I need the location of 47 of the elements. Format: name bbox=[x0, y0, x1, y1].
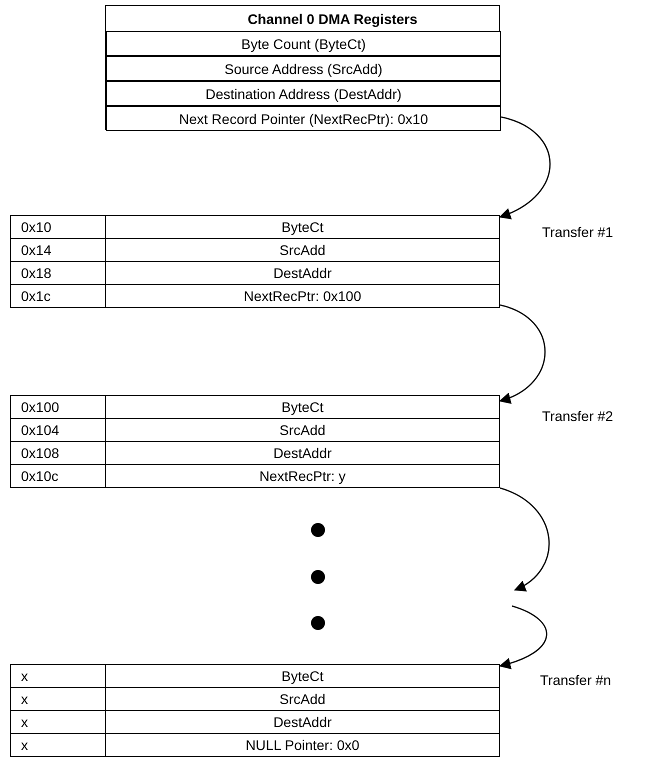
register-row bbox=[106, 81, 501, 106]
field-name: DestAddr bbox=[272, 265, 333, 281]
address-text: 0x10c bbox=[11, 465, 106, 487]
field-name: ByteCt bbox=[280, 219, 324, 235]
register-row bbox=[10, 664, 500, 688]
register-name: Byte Count (ByteCt) bbox=[240, 36, 367, 52]
edge-label: Transfer #n bbox=[540, 672, 612, 688]
curved-arrow bbox=[498, 605, 548, 669]
ellipsis-dot bbox=[311, 523, 325, 537]
register-row bbox=[10, 238, 500, 262]
ellipsis-dot bbox=[311, 570, 325, 584]
field-name: SrcAdd bbox=[278, 242, 326, 258]
register-row bbox=[10, 441, 500, 465]
register-name: Destination Address (DestAddr) bbox=[204, 86, 403, 102]
register-row bbox=[10, 261, 500, 285]
register-row bbox=[10, 215, 500, 239]
register-row bbox=[106, 106, 501, 131]
block-title: Channel 0 DMA Registers bbox=[246, 10, 418, 29]
field-name: ByteCt bbox=[280, 399, 324, 415]
register-name: Source Address (SrcAdd) bbox=[224, 60, 384, 76]
register-row bbox=[10, 395, 500, 419]
register-row bbox=[10, 284, 500, 308]
register-row bbox=[10, 464, 500, 488]
edge-label: Transfer #2 bbox=[542, 408, 614, 424]
ellipsis-dot bbox=[311, 616, 325, 630]
address-text: 0x1c bbox=[11, 285, 106, 307]
field-name: ByteCt bbox=[280, 668, 324, 684]
field-name: NextRecPtr: 0x100 bbox=[242, 288, 362, 304]
register-row bbox=[106, 31, 501, 56]
edge-label: Transfer #1 bbox=[542, 224, 614, 240]
field-name: SrcAdd bbox=[278, 422, 326, 438]
register-block bbox=[105, 5, 500, 130]
register-name: Next Record Pointer (NextRecPtr): 0x10 bbox=[178, 110, 429, 126]
register-row bbox=[10, 687, 500, 711]
register-row bbox=[10, 418, 500, 442]
curved-arrow bbox=[498, 116, 551, 218]
field-name: NULL Pointer: 0x0 bbox=[244, 737, 360, 753]
field-name: DestAddr bbox=[272, 714, 333, 730]
register-row bbox=[106, 56, 501, 81]
field-name: NextRecPtr: y bbox=[258, 468, 347, 484]
address-text: x bbox=[11, 734, 106, 756]
register-row bbox=[10, 733, 500, 757]
curved-arrow bbox=[500, 487, 550, 591]
field-name: DestAddr bbox=[272, 445, 333, 461]
field-name: SrcAdd bbox=[278, 691, 326, 707]
curved-arrow bbox=[498, 304, 546, 403]
register-row bbox=[10, 710, 500, 734]
